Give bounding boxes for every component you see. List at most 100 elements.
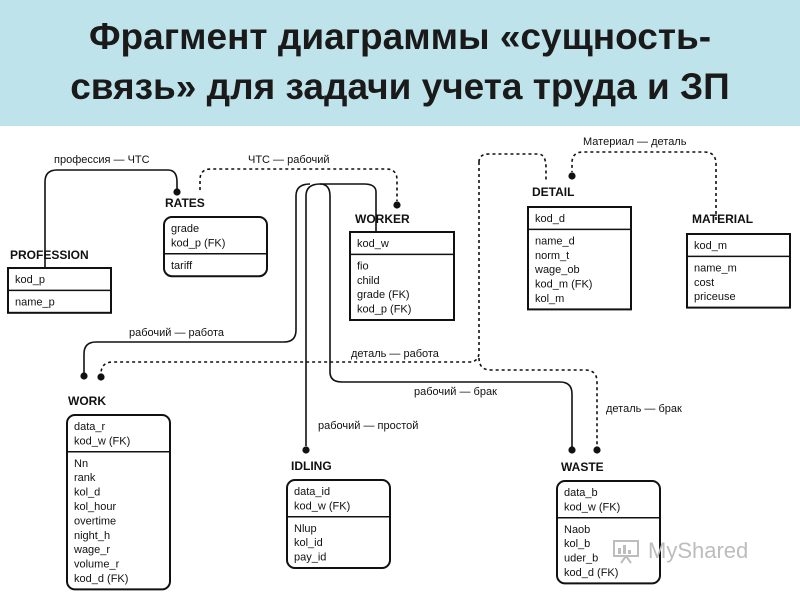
attribute: kod_p (FK)	[357, 304, 411, 316]
key-attribute: kod_w (FK)	[74, 435, 130, 447]
entity-name: WASTE	[561, 460, 604, 474]
key-attribute: kod_d	[535, 213, 565, 225]
relationship-worker-waste	[319, 183, 576, 454]
relationship-line	[478, 357, 598, 447]
page-title-line-2: связь» для задачи учета труда и ЗП	[70, 66, 730, 107]
attribute: kol_d	[74, 487, 100, 499]
attribute: fio	[357, 260, 369, 272]
cardinality-dot	[302, 446, 310, 454]
cardinality-dot	[568, 446, 576, 454]
entity-box	[527, 206, 632, 311]
key-attribute: kod_p (FK)	[171, 237, 225, 249]
attribute: uder_b	[564, 553, 598, 565]
page-title: Фрагмент диаграммы «сущность- связь» для…	[0, 12, 800, 112]
attribute: name_p	[15, 296, 55, 308]
entity-box	[66, 414, 171, 591]
relationship-label: ЧТС — рабочий	[248, 154, 330, 166]
cardinality-dot	[593, 446, 601, 454]
attribute: kod_d (FK)	[564, 567, 618, 579]
presentation-icon	[613, 540, 639, 564]
attribute: overtime	[74, 515, 116, 527]
attribute: priceuse	[694, 291, 736, 303]
entity-box	[556, 480, 661, 585]
relationship-label: деталь — работа	[351, 348, 440, 360]
key-attribute: kod_p	[15, 274, 45, 286]
key-attribute: data_r	[74, 421, 106, 433]
attribute: norm_t	[535, 250, 569, 262]
attribute: kol_b	[564, 538, 590, 550]
key-attribute: kod_w (FK)	[294, 500, 350, 512]
entity-waste: WASTE data_b kod_w (FK) Naob kol_b uder_b kod_…	[556, 460, 661, 585]
relationship-rates-worker	[199, 168, 401, 209]
cardinality-dot	[393, 201, 401, 209]
attribute: grade (FK)	[357, 289, 410, 301]
relationship-line	[199, 168, 398, 201]
entity-box	[163, 216, 268, 278]
entity-box	[349, 231, 455, 321]
key-attribute: data_id	[294, 486, 330, 498]
relationship-material-detail	[568, 151, 717, 220]
relationship-line	[83, 183, 311, 373]
attribute: cost	[694, 277, 714, 289]
page-title-line-1: Фрагмент диаграммы «сущность-	[88, 16, 712, 57]
relationship-line	[571, 151, 717, 220]
attribute: kol_m	[535, 293, 564, 305]
attribute: pay_id	[294, 552, 326, 564]
relationship-detail-work	[97, 153, 547, 381]
attribute: kod_d (FK)	[74, 573, 128, 585]
entity-name: IDLING	[291, 459, 332, 473]
relationship-worker-work	[80, 183, 311, 380]
relationship-label: деталь — брак	[606, 403, 682, 415]
cardinality-dot	[173, 188, 181, 196]
attribute: night_h	[74, 530, 110, 542]
attribute: name_d	[535, 235, 575, 247]
key-attribute: kod_m	[694, 240, 727, 252]
attribute: rank	[74, 472, 96, 484]
entity-name: PROFESSION	[10, 248, 89, 262]
entity-box	[286, 479, 391, 569]
relationship-line	[319, 183, 573, 447]
relationship-label: рабочий — брак	[414, 386, 497, 398]
title-banner	[0, 0, 800, 126]
relationship-line	[305, 183, 377, 446]
watermark-text: MyShared	[648, 538, 749, 563]
attribute: wage_ob	[534, 264, 580, 276]
entity-name: WORK	[68, 394, 106, 408]
entity-name: MATERIAL	[692, 212, 753, 226]
entity-profession: PROFESSION kod_p name_p	[7, 248, 112, 314]
cardinality-dot	[568, 172, 576, 180]
cardinality-dot	[80, 372, 88, 380]
relationship-label: Материал — деталь	[583, 136, 687, 148]
entity-name: WORKER	[355, 212, 410, 226]
entity-box	[686, 233, 791, 309]
relationship-prof-rates	[44, 169, 181, 268]
attribute: kol_id	[294, 537, 323, 549]
key-attribute: kod_w	[357, 238, 389, 250]
attribute: volume_r	[74, 559, 120, 571]
attribute: child	[357, 275, 380, 287]
key-attribute: kod_w (FK)	[564, 501, 620, 513]
cardinality-dot	[97, 373, 105, 381]
relationship-line	[100, 162, 480, 375]
key-attribute: grade	[171, 223, 199, 235]
attribute: Naob	[564, 524, 590, 536]
relationship-label: рабочий — простой	[318, 420, 418, 432]
relationship-worker-idling	[302, 183, 377, 454]
key-attribute: data_b	[564, 487, 598, 499]
relationship-line	[44, 169, 178, 268]
attribute: Nlup	[294, 523, 317, 535]
attribute: kol_hour	[74, 501, 117, 513]
attribute: name_m	[694, 262, 737, 274]
attribute: tariff	[171, 260, 193, 272]
entity-idling: IDLING data_id kod_w (FK) Nlup kol_id pay_id	[286, 459, 391, 569]
attribute: Nn	[74, 458, 88, 470]
relationship-label: рабочий — работа	[129, 327, 225, 339]
watermark: MyShared	[612, 536, 782, 568]
